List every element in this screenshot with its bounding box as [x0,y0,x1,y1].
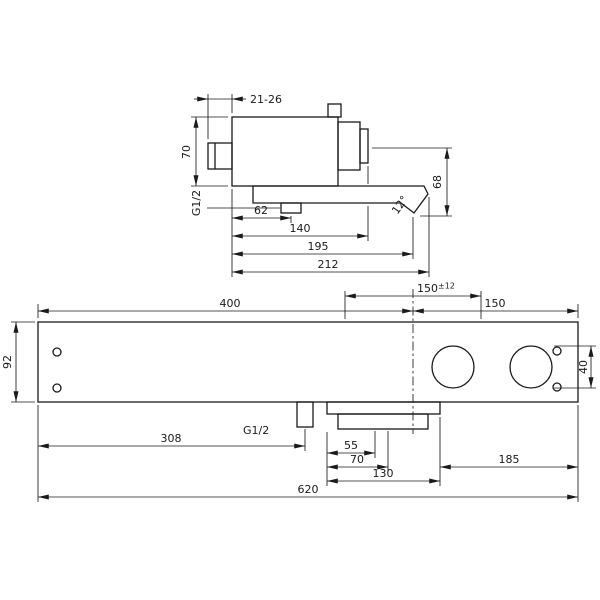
thread-label-side: G1/2 [190,190,280,216]
dim-handle-diameter: 40 [554,345,596,389]
valve-handle-front [431,345,475,389]
dim-label-outlet-drop: 68 [431,175,444,189]
side-view-dimensions: 21-26 70 G1/2 62 [180,93,452,277]
dim-label-total-width: 620 [298,483,319,496]
handle-side [337,121,361,171]
thread-label-side-text: G1/2 [190,190,203,216]
dim-connection-spacing: 150±12 [344,282,482,319]
top-port-side [327,103,342,118]
thread-label-front: G1/2 [243,424,269,437]
front-view-shapes [37,321,579,430]
dim-label-body-height-front: 92 [1,355,14,369]
side-view-shapes [207,103,429,214]
thread-label-front-text: G1/2 [243,424,269,437]
hose-outlet-side [280,202,302,214]
dim-total-depth: 212 [232,197,430,277]
mounting-hole-bottom-right [552,382,562,392]
mounting-hole-top-right [552,346,562,356]
dim-label-body-height-side: 70 [180,145,193,159]
dim-connection-spacing-value: 150 [417,282,438,295]
dim-label-right-span: 185 [499,453,520,466]
dim-right-span: 185 [440,453,578,470]
dim-connection-spacing-tolerance: ±12 [438,282,455,291]
dim-label-total-depth: 212 [318,258,339,271]
dim-outlet-drop: 68 [372,147,452,217]
mounting-hole-bottom-left [52,383,62,393]
dim-label-wall-distance: 21-26 [250,93,282,106]
dim-label-connection-spacing: 150±12 [417,282,455,296]
dim-right-section: 150 [413,297,579,318]
wall-supply-side [207,142,233,170]
mounting-hole-top-left [52,347,62,357]
thermostat-handle-front [509,345,553,389]
dim-label-hook-offset: 55 [344,439,358,452]
dim-label-hose-outlet-position: 308 [161,432,182,445]
handle-cap-side [359,128,369,164]
dim-label-right-section: 150 [485,297,506,310]
spout-front-top [326,401,441,415]
dim-hook-offset: 55 [327,431,376,458]
dim-body-height-front: 92 [1,321,35,403]
dim-label-handle-diameter: 40 [577,360,590,374]
side-view: 21-26 70 G1/2 62 [180,93,452,277]
dim-label-holder-offset: 70 [350,453,364,466]
dim-hose-outlet-position: 308 [38,429,306,451]
dim-spout-reach: 195 [232,217,414,259]
mixer-body-side [231,116,339,187]
dim-spout-angle: 12° [389,193,411,216]
dim-outlet-offset: 62 [232,204,292,223]
mixer-body-front [37,321,579,403]
dim-total-width: 620 [38,483,578,500]
front-view: 150±12 400 150 92 [1,282,596,502]
dim-label-left-section: 400 [220,297,241,310]
dim-wall-distance: 21-26 [194,93,282,139]
dim-label-handle-depth: 140 [290,222,311,235]
dim-body-height-side: 70 [180,116,228,187]
spout-side [252,185,429,214]
dim-spout-width: 130 [327,417,441,486]
dim-label-outlet-offset: 62 [254,204,268,217]
dim-label-spout-width: 130 [373,467,394,480]
dim-label-spout-reach: 195 [308,240,329,253]
dim-handle-depth: 140 [232,166,369,241]
dim-left-section: 400 [37,297,413,318]
front-view-dimensions: 150±12 400 150 92 [1,282,596,502]
dim-label-spout-angle: 12° [389,193,411,216]
spout-front-body [337,413,429,430]
dim-holder-offset: 70 [327,431,389,472]
hose-outlet-front [296,401,314,428]
